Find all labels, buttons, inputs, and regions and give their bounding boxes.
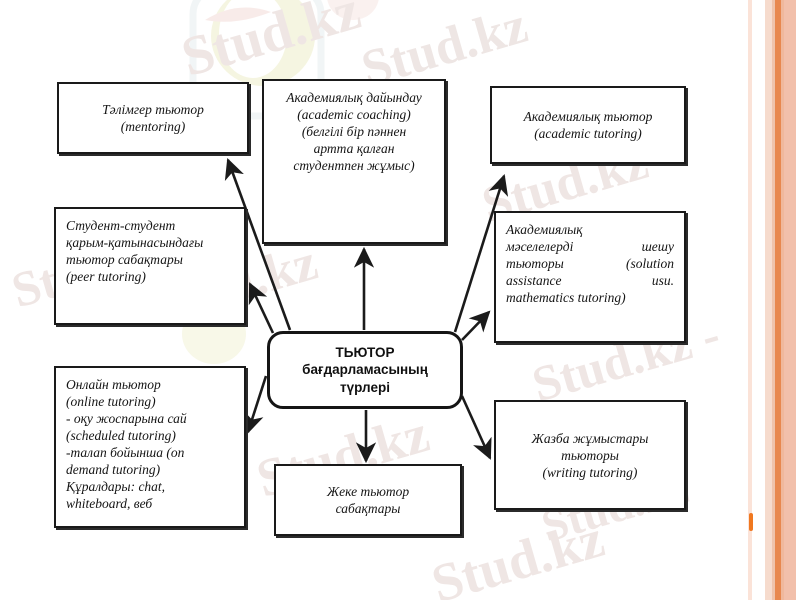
node-line: Жеке тьютор — [326, 484, 410, 499]
right-edge-decoration — [740, 0, 796, 600]
arrow-to-peer-tutoring — [248, 282, 275, 334]
edge-stripe — [748, 0, 752, 600]
node-center-tutor-program-types[interactable]: ТЬЮТОР бағдарламасының түрлері — [267, 331, 463, 409]
node-line: Академиялық дайындау — [286, 90, 422, 105]
node-line: (белгілі бір пәннен — [301, 124, 407, 139]
node-line: артта қалған — [313, 141, 395, 156]
node-line: тьюторы (solution — [506, 256, 674, 271]
node-mentoring[interactable]: Тәлімгер тьютор (mentoring) — [57, 82, 249, 154]
node-online-tutoring[interactable]: Онлайн тьютор (online tutoring) - оқу жо… — [54, 366, 246, 528]
arrow-to-online-tutoring — [244, 375, 268, 434]
node-line: сабақтары — [335, 501, 401, 516]
node-line: Академиялық — [506, 222, 583, 237]
node-line: Академиялық тьютор — [523, 109, 653, 124]
node-line: assistance usu. — [506, 273, 674, 288]
node-line: - оқу жоспарына сай — [66, 411, 187, 426]
node-line: (peer tutoring) — [66, 269, 146, 284]
node-line: студентпен жұмыс) — [293, 158, 415, 173]
node-line: demand tutoring) — [66, 462, 161, 477]
node-line: (scheduled tutoring) — [66, 428, 176, 443]
node-solution-assistance[interactable]: Академиялық мәселелерді шешу тьюторы (so… — [494, 211, 686, 343]
node-line: Тәлімгер тьютор — [102, 102, 204, 117]
edge-stripe — [772, 0, 775, 600]
node-line: Жазба жұмыстары — [531, 430, 649, 446]
node-writing-tutoring[interactable]: Жазба жұмыстары тьюторы (writing tutorin… — [494, 400, 686, 510]
node-line: мәселелерді шешу — [506, 239, 674, 254]
center-title-line-3: түрлері — [340, 379, 390, 395]
edge-stripe — [775, 0, 781, 600]
node-line: Онлайн тьютор — [66, 377, 161, 392]
edge-stripe — [781, 0, 784, 600]
node-line: (academic tutoring) — [534, 126, 642, 141]
node-line: whiteboard, веб — [66, 496, 153, 511]
node-peer-tutoring[interactable]: Студент-студент қарым-қатынасындағы тьют… — [54, 207, 246, 325]
node-line: (writing tutoring) — [542, 464, 638, 480]
center-title-line-1: ТЬЮТОР — [335, 344, 395, 360]
node-line: тьюторы — [561, 447, 619, 463]
node-line: -талап бойынша (on — [66, 445, 185, 460]
node-academic-coaching[interactable]: Академиялық дайындау (academic coaching)… — [262, 79, 446, 244]
node-line: Құралдары: chat, — [66, 479, 166, 494]
edge-accent-dot — [749, 513, 753, 531]
arrow-to-writing-tutoring — [460, 395, 492, 460]
watermark-brand: Stud.kz — [174, 0, 368, 89]
node-academic-tutoring[interactable]: Академиялық тьютор (academic tutoring) — [490, 86, 686, 164]
center-title-line-2: бағдарламасының — [302, 362, 428, 378]
node-individual-tutoring[interactable]: Жеке тьютор сабақтары — [274, 464, 462, 536]
node-line: Студент-студент — [66, 218, 176, 233]
edge-stripe — [784, 0, 796, 600]
edge-stripe — [765, 0, 772, 600]
node-line: (online tutoring) — [66, 394, 156, 409]
node-line: қарым-қатынасындағы — [66, 235, 204, 250]
node-line: (academic coaching) — [297, 107, 411, 122]
node-line: (mentoring) — [120, 119, 186, 134]
arrow-to-solution-assistance — [461, 310, 491, 341]
node-line: тьютор сабақтары — [66, 252, 183, 267]
node-line: mathematics tutoring) — [506, 290, 626, 305]
